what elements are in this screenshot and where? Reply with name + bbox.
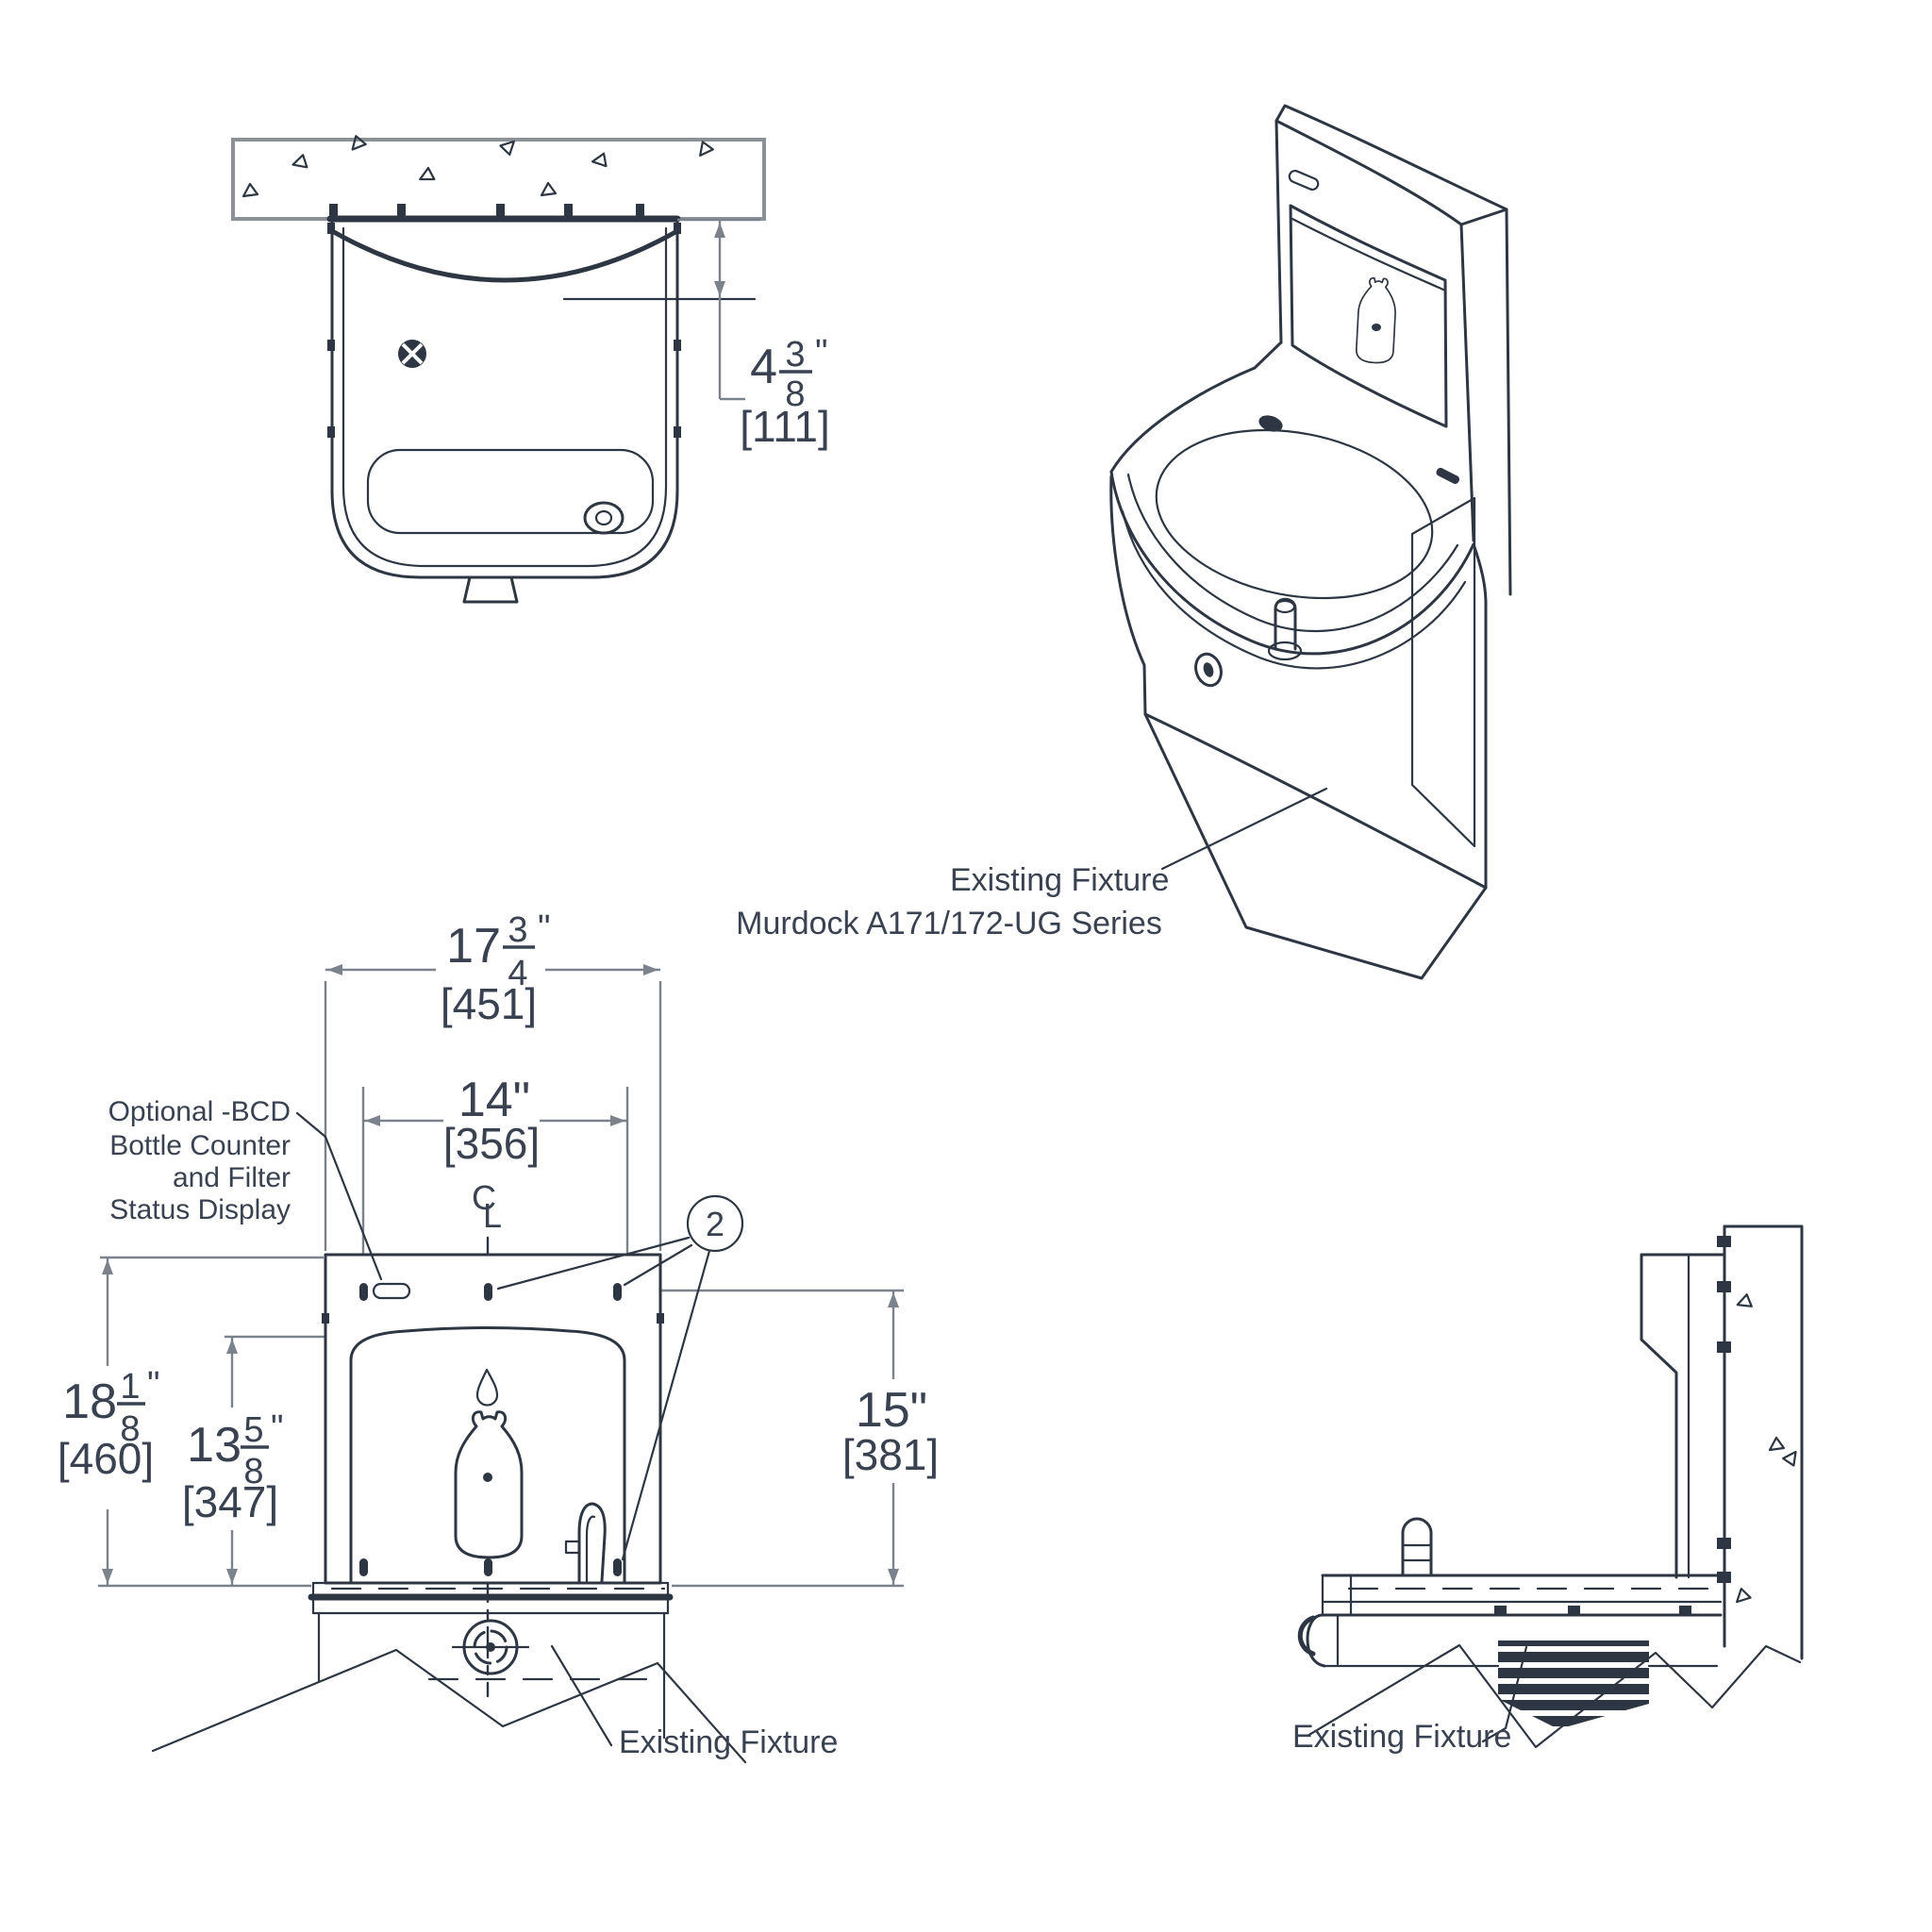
dim-panel-width-num: 3 xyxy=(508,910,527,950)
aggregate-marks xyxy=(242,133,715,198)
dim-panel-height-unit: " xyxy=(147,1365,160,1405)
fountain-plan xyxy=(326,215,681,604)
dim-panel-height: 18 1 8 " [460] xyxy=(58,1256,324,1588)
label-existing-fixture-side: Existing Fixture xyxy=(1292,1719,1511,1755)
basin-nose xyxy=(1306,1613,1326,1668)
dim-hole-spacing: 14" [356] xyxy=(361,1073,629,1275)
dim-recess-height-den: 8 xyxy=(243,1452,263,1491)
panel-recess xyxy=(1289,204,1448,428)
bubbler-plan-icon xyxy=(398,340,426,368)
label-bcd-line2: Bottle Counter xyxy=(109,1130,291,1161)
centerline-l: L xyxy=(483,1196,502,1235)
drain-plan xyxy=(583,501,625,535)
label-murdock-series: Murdock A171/172-UG Series xyxy=(736,906,1162,941)
wall-side xyxy=(1717,1224,1804,1660)
dim-panel-width-unit: " xyxy=(538,908,551,948)
dim-panel-width-den: 4 xyxy=(508,954,527,993)
dim-panel-height-den: 8 xyxy=(120,1409,140,1449)
dim-bracket-offset-metric: [111] xyxy=(740,402,829,451)
label-bcd-line4: Status Display xyxy=(109,1194,291,1225)
dim-bracket-offset-den: 8 xyxy=(785,375,805,414)
fountain-side xyxy=(1297,1517,1726,1668)
bcd-note: Optional -BCD Bottle Counter and Filter … xyxy=(108,1096,383,1281)
dim-bracket-offset-num: 3 xyxy=(785,335,805,375)
centerline-symbol: C L xyxy=(472,1178,502,1235)
bubbler-iso xyxy=(1267,597,1303,661)
dim-hole-height: 15" [381] xyxy=(630,1289,939,1588)
front-view: 17 3 4 " [451] 14" [356] C L 18 1 xyxy=(58,908,939,1764)
push-button-side xyxy=(1297,1615,1316,1657)
panel-curve xyxy=(331,229,678,283)
label-bcd-line3: and Filter xyxy=(173,1162,291,1193)
leader-existing-fixture-iso xyxy=(1160,787,1328,871)
dim-recess-height-num: 5 xyxy=(243,1410,263,1450)
dim-panel-height-whole: 18 xyxy=(62,1374,117,1429)
label-existing-fixture-front: Existing Fixture xyxy=(619,1724,838,1760)
bcd-display-slot xyxy=(372,1282,411,1300)
louver-panel-iso xyxy=(1410,496,1476,848)
isometric-view: Existing Fixture Murdock A171/172-UG Ser… xyxy=(736,104,1512,980)
dim-panel-width: 17 3 4 " [451] xyxy=(324,908,662,1251)
label-bcd-line1: Optional -BCD xyxy=(108,1096,291,1127)
break-line-front xyxy=(151,1648,747,1764)
side-view: Existing Fixture xyxy=(1292,1224,1804,1755)
dim-hole-spacing-metric: [356] xyxy=(443,1119,540,1168)
basin-iso xyxy=(1109,341,1475,688)
dim-bracket-offset-whole: 4 xyxy=(750,340,777,394)
dim-recess-height-metric: [347] xyxy=(182,1477,278,1526)
existing-fixture-apron xyxy=(1143,712,1488,980)
recess-front xyxy=(349,1326,626,1585)
sensor-slot-icon xyxy=(1288,169,1320,192)
dim-hole-height-metric: [381] xyxy=(842,1430,939,1479)
dim-panel-height-num: 1 xyxy=(120,1367,140,1407)
break-line-side xyxy=(1306,1643,1802,1749)
louver-panel-side xyxy=(1498,1641,1649,1729)
dim-panel-width-whole: 17 xyxy=(446,919,501,974)
push-button-iso xyxy=(1194,652,1223,688)
dim-recess-height-whole: 13 xyxy=(187,1418,242,1473)
callout-2: 2 xyxy=(496,1194,744,1561)
dim-panel-width-metric: [451] xyxy=(441,979,537,1028)
dim-recess-height-unit: " xyxy=(271,1408,284,1448)
bubbler-front xyxy=(564,1502,607,1583)
water-drop-icon xyxy=(475,1368,499,1407)
callout-2-number: 2 xyxy=(706,1205,724,1243)
label-existing-fixture-iso: Existing Fixture xyxy=(950,862,1169,898)
mounting-holes xyxy=(359,1283,622,1576)
drain-iso xyxy=(1258,415,1283,432)
anchor-bolts xyxy=(329,204,644,220)
dim-panel-height-metric: [460] xyxy=(58,1434,154,1483)
bottle-icon-iso xyxy=(1355,276,1398,365)
centerline-c: C xyxy=(472,1178,496,1217)
fountain-deck xyxy=(308,1581,674,1615)
leader-existing-fixture-front xyxy=(550,1644,613,1747)
dim-hole-height-value: 15" xyxy=(856,1383,927,1438)
drain-target xyxy=(451,1619,530,1675)
dim-recess-height: 13 5 8 " [347] xyxy=(182,1335,349,1586)
drain-tab xyxy=(462,575,519,604)
panel-top-band xyxy=(1274,104,1508,226)
filler-panel-side xyxy=(1640,1253,1726,1579)
leader-bcd xyxy=(295,1111,383,1281)
existing-fixture-front xyxy=(151,1611,747,1764)
dim-bracket-offset: 4 3 8 " [111] xyxy=(562,218,830,451)
top-view: 4 3 8 " [111] xyxy=(231,133,830,604)
leader-existing-fixture-side xyxy=(1481,1645,1528,1743)
bubbler-side xyxy=(1401,1517,1433,1577)
dim-hole-spacing-value: 14" xyxy=(458,1073,530,1127)
dim-bracket-offset-unit: " xyxy=(815,333,828,373)
basin-rim-plan xyxy=(366,448,655,535)
